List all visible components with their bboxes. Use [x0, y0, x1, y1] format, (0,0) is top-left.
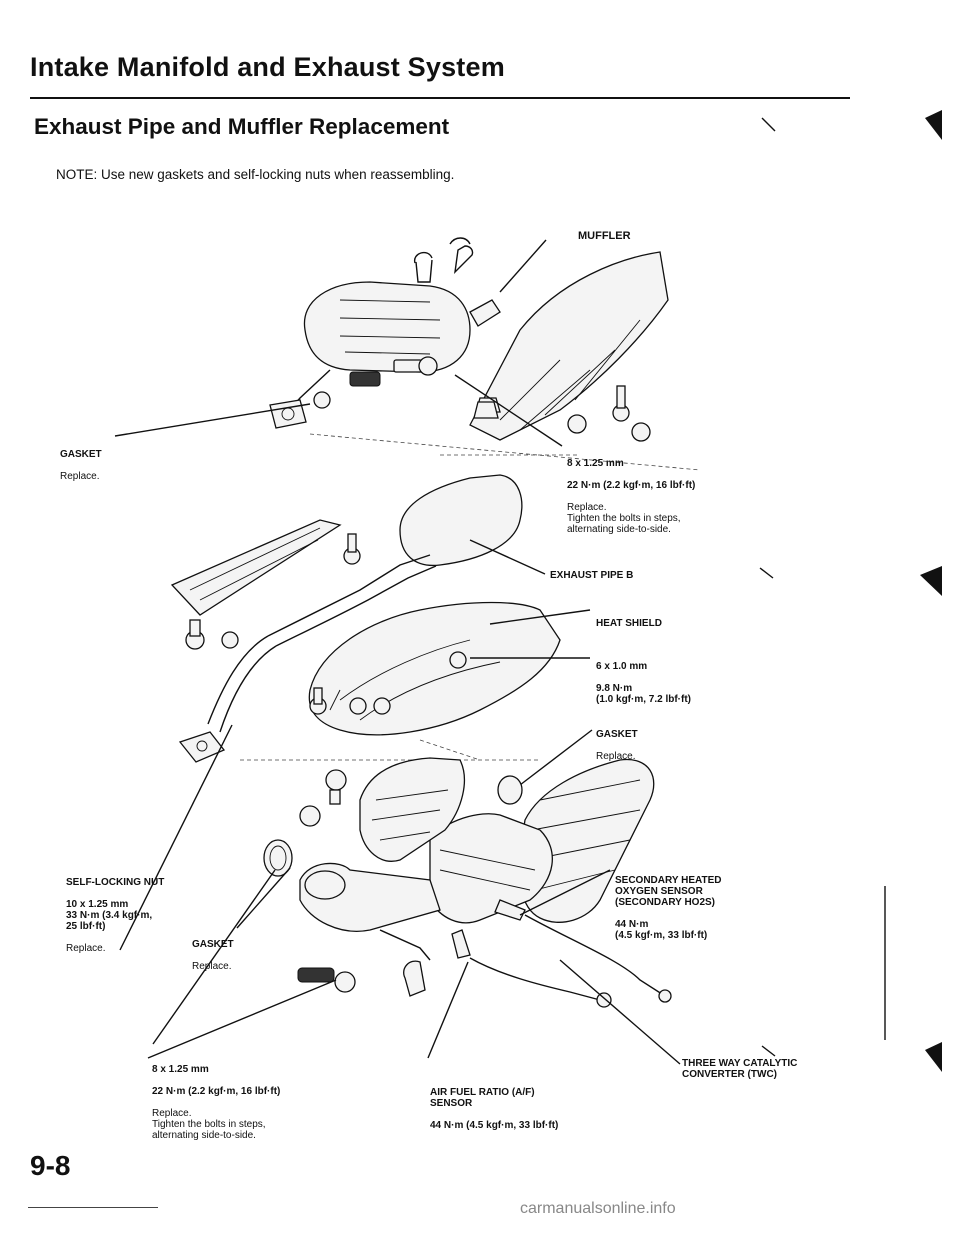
lower-bolt-head [334, 971, 356, 993]
dashed-guide-4 [419, 739, 481, 761]
bolt-muffler-notes: Replace. Tighten the bolts in steps, alt… [567, 502, 681, 535]
leader-exhaust-pipe-b [469, 539, 546, 575]
secondary-sensor-name: SECONDARY HEATED OXYGEN SENSOR (SECONDAR… [615, 875, 722, 908]
bolt-muffler-spec: 8 x 1.25 mm [567, 458, 624, 469]
af-sensor [451, 929, 612, 1008]
secondary-sensor-torque: 44 N·m (4.5 kgf·m, 33 lbf·ft) [615, 919, 708, 941]
leader-bolt-low [147, 979, 337, 1059]
nut-name: SELF-LOCKING NUT [66, 877, 165, 888]
label-gasket-low: GASKET Replace. [192, 928, 234, 983]
reassembly-note: NOTE: Use new gaskets and self-locking n… [56, 167, 455, 182]
margin-tick-top [761, 117, 776, 132]
label-gasket-top: GASKET Replace. [60, 438, 102, 493]
heat-shield-converter [359, 757, 465, 862]
bolt-shield-spec: 6 x 1.0 mm [596, 661, 648, 672]
bolt-muffler-torque: 22 N·m (2.2 kgf·m, 16 lbf·ft) [567, 480, 696, 491]
label-af-sensor: AIR FUEL RATIO (A/F) SENSOR 44 N·m (4.5 … [430, 1076, 558, 1142]
bolt-shield-torque: 9.8 N·m (1.0 kgf·m, 7.2 lbf·ft) [596, 683, 692, 705]
shield-bolt-1 [449, 651, 467, 669]
margin-marker-mid [920, 566, 942, 596]
section-heading: Exhaust Pipe and Muffler Replacement [34, 114, 450, 139]
pipe-b-heat-shield [170, 519, 342, 616]
label-bolt-muffler: 8 x 1.25 mm 22 N·m (2.2 kgf·m, 16 lbf·ft… [567, 447, 695, 546]
nut-sub: Replace. [66, 943, 106, 954]
label-bolt-shield: 6 x 1.0 mm 9.8 N·m (1.0 kgf·m, 7.2 lbf·f… [596, 650, 691, 716]
gasket-low-name: GASKET [192, 939, 234, 950]
shield-bolt-4 [373, 697, 391, 715]
lower-spring-bolt [297, 967, 335, 983]
margin-marker-top [925, 110, 942, 140]
label-twc: THREE WAY CATALYTIC CONVERTER (TWC) [682, 1058, 798, 1080]
gasket-mid-sub: Replace. [596, 751, 636, 762]
pipe-b-nut [221, 631, 239, 649]
converter-bolt-left [299, 805, 321, 827]
leader-bolt-muffler [454, 374, 563, 447]
mid-gasket [497, 775, 523, 805]
leader-twc [559, 959, 681, 1065]
label-gasket-mid: GASKET Replace. [596, 718, 638, 773]
margin-marker-low [925, 1042, 942, 1072]
margin-tick-mid [759, 567, 774, 579]
upper-clip-icon-2 [414, 251, 433, 283]
shield-bolt-3 [349, 697, 367, 715]
upper-clip-icon [449, 237, 474, 274]
nut-spec: 10 x 1.25 mm 33 N·m (3.4 kgf·m, 25 lbf·f… [66, 899, 153, 932]
page-title: Intake Manifold and Exhaust System [30, 52, 505, 82]
gasket-low-sub: Replace. [192, 961, 232, 972]
leader-gasket-mid [519, 729, 593, 786]
leader-secondary-sensor [519, 869, 611, 916]
label-bolt-low: 8 x 1.25 mm 22 N·m (2.2 kgf·m, 16 lbf·ft… [152, 1053, 280, 1152]
label-secondary-sensor: SECONDARY HEATED OXYGEN SENSOR (SECONDAR… [615, 864, 722, 952]
leader-af-sensor [427, 961, 469, 1059]
label-muffler: MUFFLER [578, 230, 631, 242]
pipe-b-bolt-1-shank [189, 619, 201, 637]
leader-pipe-flange [119, 724, 233, 951]
label-self-locking-nut: SELF-LOCKING NUT 10 x 1.25 mm 33 N·m (3.… [66, 866, 164, 965]
leader-heat-shield [489, 609, 591, 625]
page-number: 9-8 [30, 1150, 71, 1181]
converter-bolt-top [325, 769, 347, 791]
leader-muffler [499, 239, 547, 293]
label-exhaust-pipe-b: EXHAUST PIPE B [550, 570, 634, 581]
muffler-part [269, 281, 501, 429]
gasket-top-name: GASKET [60, 449, 102, 460]
af-sensor-torque: 44 N·m (4.5 kgf·m, 33 lbf·ft) [430, 1120, 559, 1131]
gasket-ring-left [263, 839, 293, 877]
af-sensor-name: AIR FUEL RATIO (A/F) SENSOR [430, 1087, 535, 1109]
muffler-heat-shield [469, 251, 669, 441]
catalytic-converter [429, 758, 655, 924]
gasket-mid-name: GASKET [596, 729, 638, 740]
watermark: carmanualsonline.info [520, 1200, 676, 1217]
leader-gasket-top [114, 403, 311, 437]
lower-clip [403, 960, 426, 997]
muffler-bolts [313, 356, 651, 442]
dashed-guide-1 [309, 433, 701, 471]
margin-tick-low [761, 1045, 776, 1057]
bolt-low-spec: 8 x 1.25 mm [152, 1064, 209, 1075]
exhaust-pipe-b [178, 474, 523, 763]
secondary-ho2s [494, 899, 672, 1003]
bolt-low-torque: 22 N·m (2.2 kgf·m, 16 lbf·ft) [152, 1086, 281, 1097]
front-pipe-a [299, 862, 441, 961]
title-divider [30, 97, 850, 99]
gasket-top-sub: Replace. [60, 471, 100, 482]
leader-self-locking-nut [152, 869, 276, 1045]
bolt-low-notes: Replace. Tighten the bolts in steps, alt… [152, 1108, 266, 1141]
footer-divider [28, 1207, 158, 1208]
catalytic-heat-shield [308, 601, 561, 736]
label-heat-shield: HEAT SHIELD [596, 618, 662, 629]
leader-gasket-low [236, 867, 291, 929]
